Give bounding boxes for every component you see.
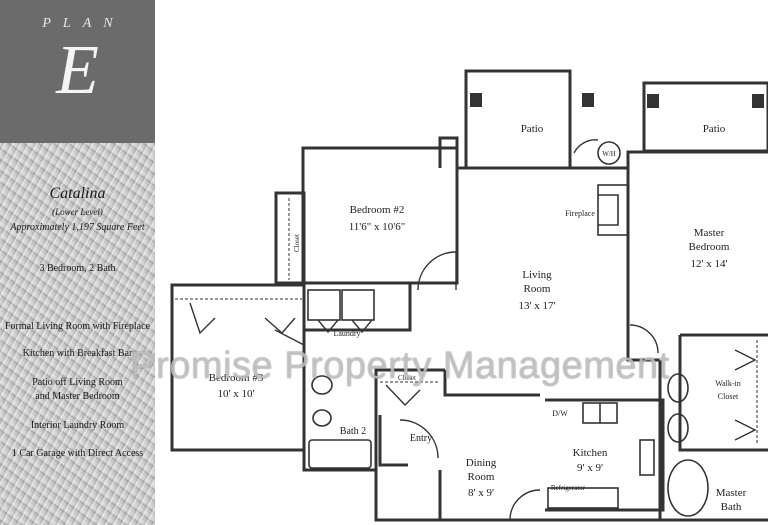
closet-shelves bbox=[175, 198, 758, 445]
feature-item: Patio off Living Room bbox=[32, 377, 123, 388]
master-tub-icon bbox=[667, 459, 709, 517]
plan-label: PLAN bbox=[42, 16, 125, 31]
bath2-label: Bath 2 bbox=[340, 426, 366, 437]
patio-right-label: Patio bbox=[703, 123, 726, 135]
vanity-sink-icon bbox=[667, 373, 689, 403]
bedroom3-size: 10' x 10' bbox=[218, 388, 255, 400]
dining-room-label-1: Dining bbox=[466, 457, 497, 469]
feature-item: Kitchen with Breakfast Bar bbox=[22, 348, 133, 359]
floor-plan: Patio Patio Bedroom #2 11'6" x 10'6" Clo… bbox=[170, 69, 768, 522]
plan-header: PLAN E bbox=[0, 0, 155, 143]
refrigerator-icon bbox=[547, 487, 619, 509]
feature-item: Interior Laundry Room bbox=[30, 420, 125, 431]
living-room-label-1: Living bbox=[522, 269, 552, 281]
feature-item: 3 Bedroom, 2 Bath bbox=[39, 263, 116, 274]
plan-details: Catalina (Lower Level) Approximately 1,1… bbox=[0, 143, 155, 525]
dryer-icon bbox=[341, 289, 375, 321]
closet-label: Closet bbox=[293, 234, 301, 252]
door-swings bbox=[189, 139, 757, 521]
dining-room-size: 8' x 9' bbox=[468, 487, 494, 499]
kitchen-size: 9' x 9' bbox=[577, 462, 603, 474]
fireplace-icon bbox=[597, 184, 629, 236]
bedroom3-label: Bedroom #3 bbox=[209, 372, 264, 384]
entry-closet-label: Closet bbox=[398, 374, 416, 382]
wh-label: W/H bbox=[602, 150, 616, 158]
plan-letter: E bbox=[56, 32, 99, 109]
feature-item: and Master Bedroom bbox=[35, 391, 120, 402]
water-heater-icon bbox=[597, 141, 621, 165]
dishwasher-label: D/W bbox=[552, 409, 568, 418]
stove-icon bbox=[639, 439, 655, 476]
bathtub-icon bbox=[308, 439, 372, 469]
patio-posts bbox=[470, 93, 764, 108]
feature-item: Formal Living Room with Fireplace bbox=[5, 321, 150, 332]
unit-level: (Lower Level) bbox=[52, 207, 103, 217]
sink-icon bbox=[311, 375, 333, 395]
master-bedroom-label-1: Master bbox=[694, 227, 725, 239]
toilet-icon bbox=[312, 409, 332, 427]
unit-name: Catalina bbox=[49, 185, 106, 202]
patio-left-label: Patio bbox=[521, 123, 544, 135]
kitchen-label: Kitchen bbox=[573, 447, 608, 459]
fireplace-label: Fireplace bbox=[565, 209, 595, 218]
unit-square-feet: Approximately 1,197 Square Feet bbox=[10, 222, 145, 233]
watermark: Promise Property Management bbox=[130, 345, 670, 387]
dining-room-label-2: Room bbox=[468, 471, 495, 483]
walkin-closet-label-2: Closet bbox=[718, 392, 739, 401]
washer-icon bbox=[307, 289, 341, 321]
living-room-size: 13' x 17' bbox=[519, 300, 556, 312]
master-bath-label-2: Bath bbox=[721, 501, 742, 513]
laundry-label: Laundry bbox=[333, 329, 360, 338]
master-bedroom-size: 12' x 14' bbox=[691, 258, 728, 270]
fixtures bbox=[307, 141, 709, 517]
walkin-closet-label-1: Walk-in bbox=[715, 379, 741, 388]
master-bedroom-label-2: Bedroom bbox=[689, 241, 730, 253]
vanity-sink-icon bbox=[667, 413, 689, 443]
entry-label: Entry bbox=[410, 433, 432, 444]
plan-sidebar: PLAN E Catalina (Lower Level) Approximat… bbox=[0, 0, 155, 525]
living-room-label-2: Room bbox=[524, 283, 551, 295]
bedroom2-size: 11'6" x 10'6" bbox=[349, 221, 406, 233]
refrigerator-label: Refrigerator bbox=[551, 484, 586, 492]
master-bath-label-1: Master bbox=[716, 487, 747, 499]
feature-item: 1 Car Garage with Direct Access bbox=[11, 448, 144, 459]
bedroom2-label: Bedroom #2 bbox=[350, 204, 405, 216]
walls bbox=[170, 69, 768, 522]
